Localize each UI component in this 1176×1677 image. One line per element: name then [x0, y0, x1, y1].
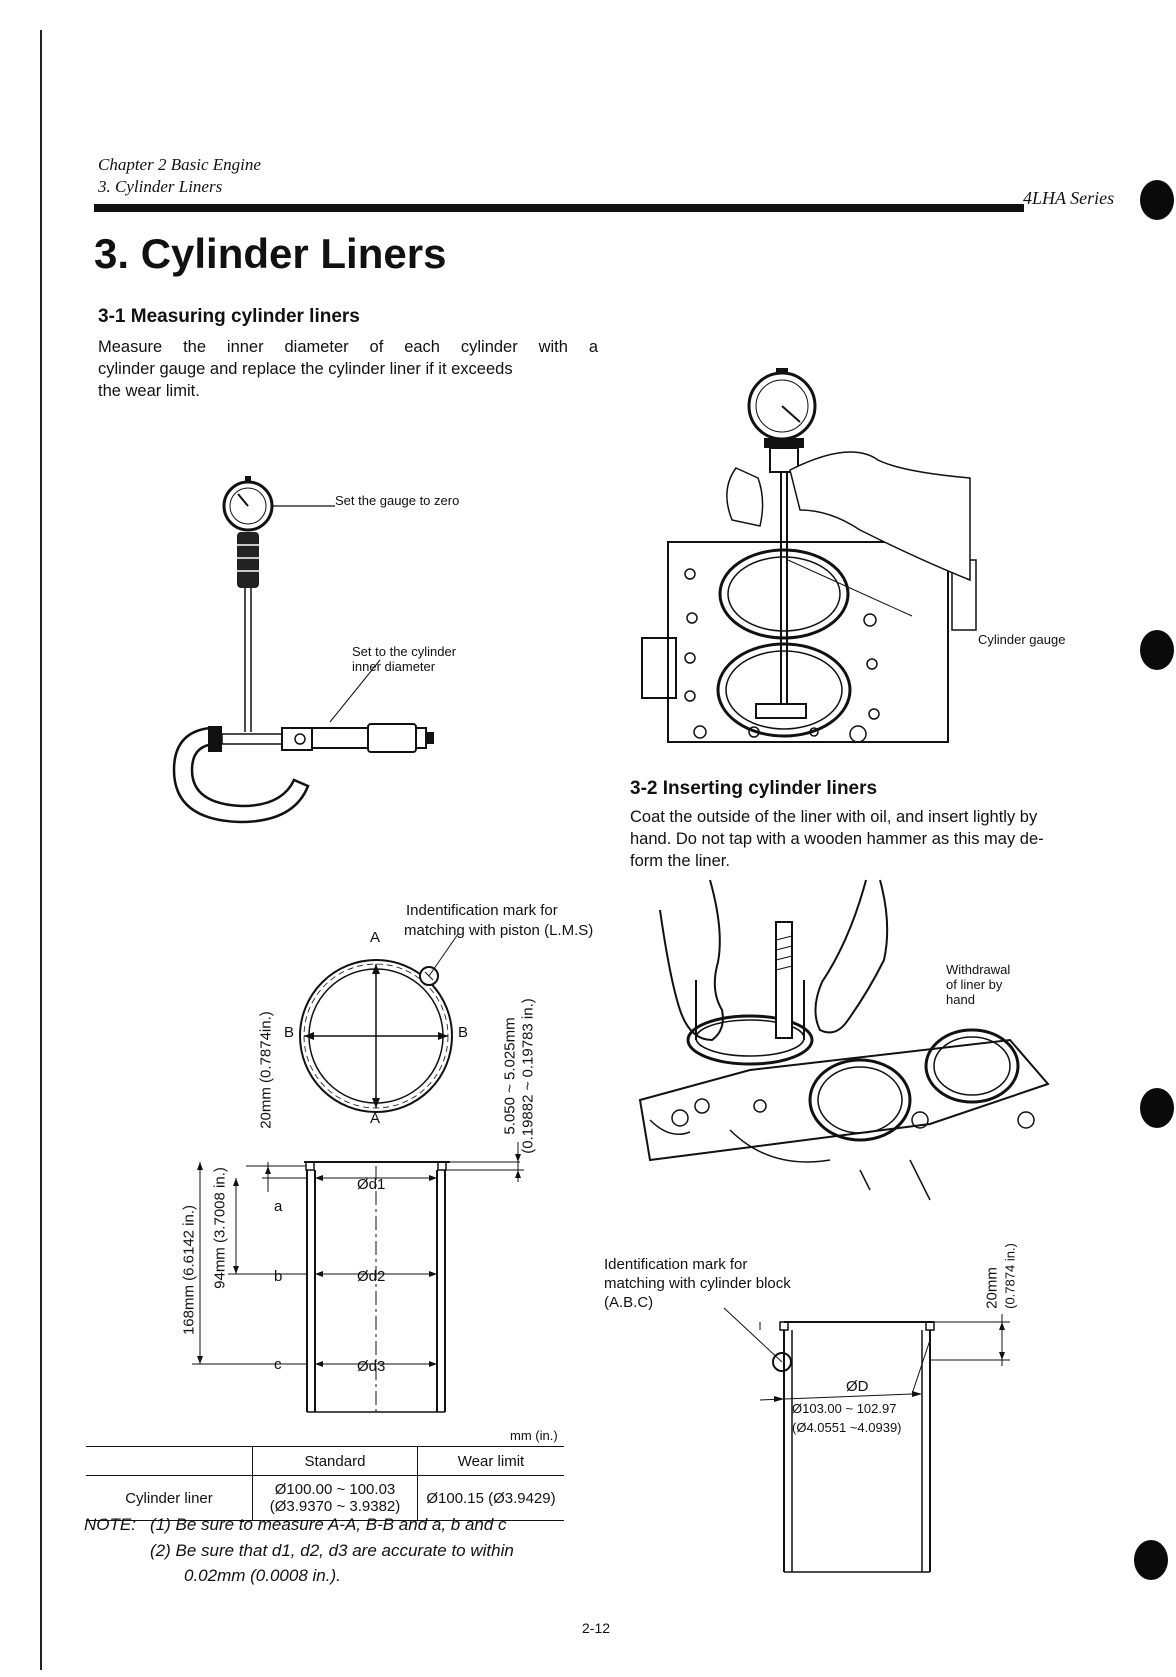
liner-dimension-figure [192, 933, 524, 1413]
label-c: c [274, 1356, 282, 1373]
liner-od-figure [723, 1307, 1010, 1573]
dim-20mm: 20mm (0.7874in.) [257, 1011, 275, 1129]
binder-hole [1134, 1540, 1168, 1580]
page-number: 2-12 [582, 1620, 611, 1636]
block-mark-label-1: Identification mark for [604, 1256, 748, 1273]
header-rule [94, 204, 1024, 211]
section-label: 3. Cylinder Liners [98, 177, 223, 196]
cylinder-gauge-figure [641, 368, 977, 743]
note-label: NOTE: [84, 1515, 136, 1534]
text-line: Coat the outside of the liner with oil, … [630, 808, 1038, 826]
chapter-label: Chapter 2 Basic Engine [98, 155, 261, 174]
section-heading-3-2: 3-2 Inserting cylinder liners [630, 778, 878, 799]
label-d2: Ød2 [357, 1268, 386, 1285]
spec-table: Standard Wear limit Cylinder liner Ø100.… [86, 1446, 564, 1521]
od-in-label: (Ø4.0551 ~4.0939) [792, 1420, 902, 1435]
table-header-blank [86, 1446, 253, 1476]
od-dim-20in: (0.7874 in.) [1002, 1243, 1018, 1309]
note-2-cont: 0.02mm (0.0008 in.). [184, 1566, 341, 1585]
section-3-1-text: Measure the inner diameter of each cylin… [98, 336, 598, 402]
note-1: (1) Be sure to measure A-A, B-B and a, b… [150, 1515, 507, 1534]
page-title: 3. Cylinder Liners [94, 230, 447, 277]
label-B-right: B [458, 1024, 469, 1041]
standard-in: (Ø3.9370 ~ 3.9382) [269, 1498, 401, 1515]
dim-flange-in: (0.19882 ~ 0.19783 in.) [519, 998, 537, 1154]
label-a: a [274, 1198, 283, 1215]
table-unit: mm (in.) [510, 1428, 558, 1443]
table-header-standard: Standard [252, 1446, 418, 1476]
bore-label-1: Set to the cylinder [352, 644, 457, 659]
withdrawal-label-3: hand [946, 992, 975, 1007]
header-rule-thin [94, 211, 1024, 212]
label-A-bottom: A [370, 1110, 381, 1127]
table-row: Cylinder liner Ø100.00 ~ 100.03 (Ø3.9370… [86, 1475, 564, 1521]
label-d3: Ød3 [357, 1358, 386, 1375]
dim-flange-mm: 5.050 ~ 5.025mm [501, 1017, 519, 1135]
binder-hole [1140, 180, 1174, 220]
block-mark-label-3: (A.B.C) [604, 1294, 654, 1311]
text-line: cylinder gauge and replace the cylinder … [98, 360, 513, 378]
label-d1: Ød1 [357, 1176, 386, 1193]
micrometer-figure [172, 476, 434, 824]
dim-94mm: 94mm (3.7008 in.) [211, 1167, 229, 1289]
block-mark-label-2: matching with cylinder block [604, 1275, 791, 1292]
table-cell-label: Cylinder liner [86, 1475, 253, 1521]
od-label: ØD [846, 1378, 869, 1395]
table-cell-wear: Ø100.15 (Ø3.9429) [417, 1475, 564, 1521]
section-heading-3-1: 3-1 Measuring cylinder liners [98, 306, 360, 327]
text-line: hand. Do not tap with a wooden hammer as… [630, 830, 1044, 848]
text-line: the wear limit. [98, 382, 200, 400]
piston-mark-label-2: matching with piston (L.M.S) [404, 922, 594, 939]
table-header-row: Standard Wear limit [86, 1446, 564, 1476]
table-cell-standard: Ø100.00 ~ 100.03 (Ø3.9370 ~ 3.9382) [252, 1475, 418, 1521]
cylinder-gauge-label: Cylinder gauge [978, 632, 1066, 647]
label-b: b [274, 1268, 283, 1285]
binder-hole [1140, 1088, 1174, 1128]
table-header-wear: Wear limit [417, 1446, 564, 1476]
standard-mm: Ø100.00 ~ 100.03 [274, 1481, 396, 1498]
withdrawal-label-1: Withdrawal [946, 962, 1011, 977]
gauge-zero-label: Set the gauge to zero [335, 493, 460, 508]
series-label: 4LHA Series [1023, 188, 1115, 208]
liner-withdrawal-figure [638, 879, 1050, 1201]
section-3-2-text: Coat the outside of the liner with oil, … [630, 806, 1110, 872]
od-dim-20mm: 20mm [983, 1267, 1001, 1309]
dim-168mm: 168mm (6.6142 in.) [180, 1204, 198, 1336]
binder-hole [1140, 630, 1174, 670]
od-mm-label: Ø103.00 ~ 102.97 [792, 1401, 897, 1416]
text-line: Measure the inner diameter of each cylin… [98, 338, 598, 356]
label-B-left: B [284, 1024, 295, 1041]
piston-mark-label-1: Indentification mark for [406, 902, 558, 919]
label-A-top: A [370, 929, 381, 946]
withdrawal-label-2: of liner by [946, 977, 1003, 992]
binding-margin-line [40, 30, 42, 1670]
text-line: form the liner. [630, 852, 730, 870]
bore-label-2: inner diameter [352, 659, 436, 674]
note-2: (2) Be sure that d1, d2, d3 are accurate… [150, 1541, 514, 1560]
